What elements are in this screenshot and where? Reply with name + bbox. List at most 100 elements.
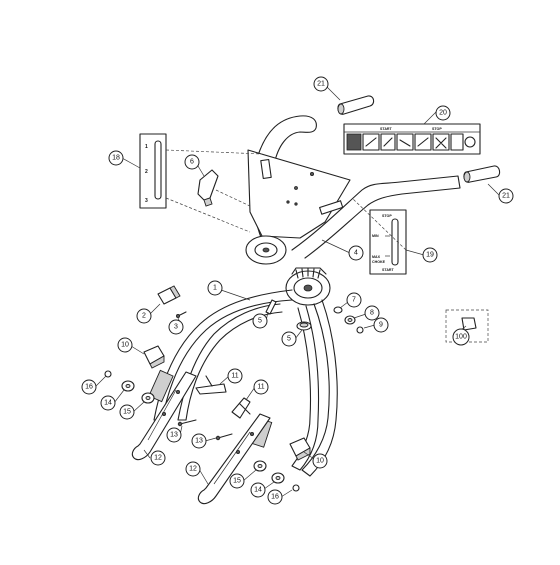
callout-1: 1: [207, 280, 223, 296]
kit-part-100: [445, 309, 489, 343]
callout-4: 4: [348, 245, 364, 261]
washer-15-left: [141, 392, 155, 404]
knob-part-10-right: [289, 437, 311, 461]
grip-left: [337, 95, 375, 115]
scale-mark-2: 2: [145, 169, 148, 175]
decal-start-label: START: [380, 127, 393, 131]
callout-label: 11: [231, 373, 238, 380]
throttle-choke-label: CHOKE: [372, 260, 386, 264]
ring-part-5-bottom: [296, 321, 312, 331]
throttle-stop-label: STOP: [382, 214, 392, 218]
callout-13b: 13: [191, 433, 207, 449]
lower-hub: [285, 267, 331, 306]
callout-label: 6: [190, 159, 194, 166]
grip-right: [463, 165, 501, 183]
throttle-start-label: START: [382, 268, 395, 272]
decal-stop-label: STOP: [432, 127, 442, 131]
callout-label: 18: [112, 155, 120, 162]
callout-9: 9: [373, 317, 389, 333]
nut-part-9: [356, 326, 364, 334]
callout-14b: 14: [250, 482, 266, 498]
callout-10a: 10: [117, 337, 133, 353]
height-lever: [197, 169, 219, 207]
callout-label: 8: [370, 310, 374, 317]
callout-label: 9: [379, 322, 383, 329]
callout-label: 4: [354, 250, 358, 257]
callout-label: 10: [121, 342, 129, 349]
decal-start-stop: START STOP: [343, 123, 481, 155]
callout-label: 3: [174, 324, 178, 331]
panel-slot-right: [319, 200, 344, 215]
bolt-13-right: [215, 433, 233, 441]
nut-16-right: [292, 484, 300, 492]
lower-handle-left-arm: [153, 289, 293, 421]
callout-label: 21: [502, 193, 510, 200]
lever-part-11-left: [195, 375, 227, 395]
callout-11a: 11: [227, 368, 243, 384]
callout-20: 20: [435, 105, 451, 121]
callout-16b: 16: [267, 489, 283, 505]
callout-label: 5: [287, 336, 291, 343]
decal-throttle: STOP MIN MAX CHOKE START: [369, 209, 407, 275]
washer-14-right: [271, 472, 285, 484]
callout-label: 13: [170, 432, 178, 439]
clamp-part-2: [157, 285, 181, 305]
callout-label: 100: [455, 334, 467, 341]
throttle-max-label: MAX: [372, 255, 381, 259]
callout-12b: 12: [185, 461, 201, 477]
callout-label: 12: [189, 466, 197, 473]
callout-label: 15: [123, 409, 131, 416]
callout-label: 13: [195, 438, 203, 445]
washer-15-right: [253, 460, 267, 472]
callout-2: 2: [136, 308, 152, 324]
callout-15a: 15: [119, 404, 135, 420]
nut-part-7: [333, 306, 343, 314]
callout-21b: 21: [498, 188, 514, 204]
lever-part-11-right: [231, 397, 251, 419]
knob-part-10-left: [143, 345, 165, 369]
callout-label: 12: [154, 455, 162, 462]
callout-label: 10: [316, 458, 324, 465]
callout-label: 5: [258, 318, 262, 325]
throttle-min-label: MIN: [372, 234, 379, 238]
callout-label: 16: [271, 494, 279, 501]
callout-3: 3: [168, 319, 184, 335]
callout-13a: 13: [166, 427, 182, 443]
callout-label: 14: [254, 487, 262, 494]
callout-16a: 16: [81, 379, 97, 395]
bolt-13-left: [177, 419, 197, 427]
washer-part-8: [344, 315, 356, 325]
callout-5b: 5: [281, 331, 297, 347]
washer-14-left: [121, 380, 135, 392]
callout-label: 2: [142, 313, 146, 320]
decal-height-scale: 1 2 3: [139, 133, 167, 209]
callout-7: 7: [346, 292, 362, 308]
callout-5a: 5: [252, 313, 268, 329]
callout-label: 1: [213, 285, 217, 292]
callout-10b: 10: [312, 453, 328, 469]
callout-18: 18: [108, 150, 124, 166]
panel-slot-left: [260, 158, 272, 180]
callout-label: 21: [317, 81, 325, 88]
callout-15b: 15: [229, 473, 245, 489]
callout-label: 7: [352, 297, 356, 304]
nut-16-left: [104, 370, 112, 378]
scale-mark-3: 3: [145, 198, 148, 204]
callout-12a: 12: [150, 450, 166, 466]
callout-21a: 21: [313, 76, 329, 92]
upper-handlebar: [245, 115, 461, 265]
callout-6: 6: [184, 154, 200, 170]
callout-label: 16: [85, 384, 93, 391]
leader-lines: [94, 86, 501, 498]
lower-bracket-right: [197, 413, 271, 505]
callout-100: 100: [452, 328, 470, 346]
callout-label: 20: [439, 110, 447, 117]
callout-label: 11: [257, 384, 264, 391]
scale-mark-1: 1: [145, 144, 148, 150]
callout-8: 8: [364, 305, 380, 321]
callout-19: 19: [422, 247, 438, 263]
callout-label: 19: [426, 252, 434, 259]
lower-handle-right-arm: [291, 299, 338, 477]
